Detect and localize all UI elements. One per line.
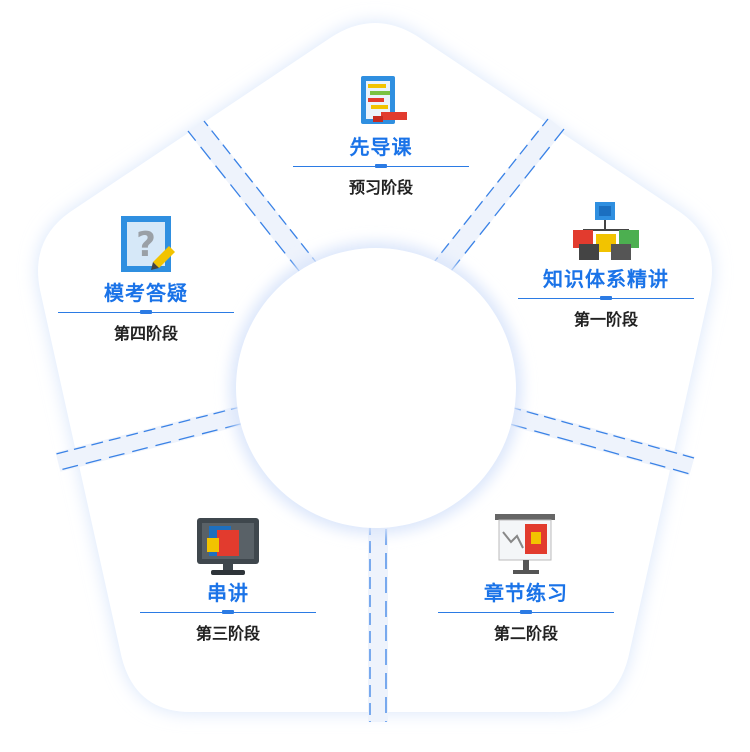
stage-title: 章节练习 [484, 583, 568, 605]
hierarchy-blocks-icon [573, 202, 639, 260]
separator-top-left [187, 119, 332, 293]
stage-title: 先导课 [349, 137, 413, 159]
separator-top-right [418, 117, 565, 293]
stage-label: 预习阶段 [348, 180, 413, 197]
stage-intro[interactable]: 先导课 预习阶段 [281, 72, 481, 199]
stage-label: 第四阶段 [113, 326, 178, 343]
center-hub [236, 248, 516, 528]
stage-title: 串讲 [207, 583, 249, 605]
separator-left [55, 400, 265, 472]
stage-label: 第一阶段 [573, 312, 638, 329]
title-divider [140, 610, 316, 614]
title-divider [293, 164, 469, 168]
stage-title: 知识体系精讲 [543, 269, 669, 291]
separator-bottom [368, 505, 388, 722]
title-divider [438, 610, 614, 614]
stage-title: 模考答疑 [104, 283, 188, 305]
stage-label: 第二阶段 [493, 626, 558, 643]
monitor-icon [197, 518, 259, 575]
stage-practice[interactable]: 章节练习 第二阶段 [426, 512, 626, 645]
separator-right [487, 400, 695, 476]
svg-text:?: ? [136, 225, 156, 265]
stage-label: 第三阶段 [195, 626, 260, 643]
title-divider [518, 296, 694, 300]
title-divider [58, 310, 234, 314]
presentation-board-icon [495, 514, 555, 574]
stage-knowledge[interactable]: 知识体系精讲 第一阶段 [506, 200, 706, 331]
question-box-icon: ? [121, 216, 175, 272]
abacus-icon [361, 76, 407, 124]
stage-review[interactable]: 串讲 第三阶段 [128, 516, 328, 645]
stage-mock[interactable]: ? 模考答疑 第四阶段 [46, 212, 246, 345]
